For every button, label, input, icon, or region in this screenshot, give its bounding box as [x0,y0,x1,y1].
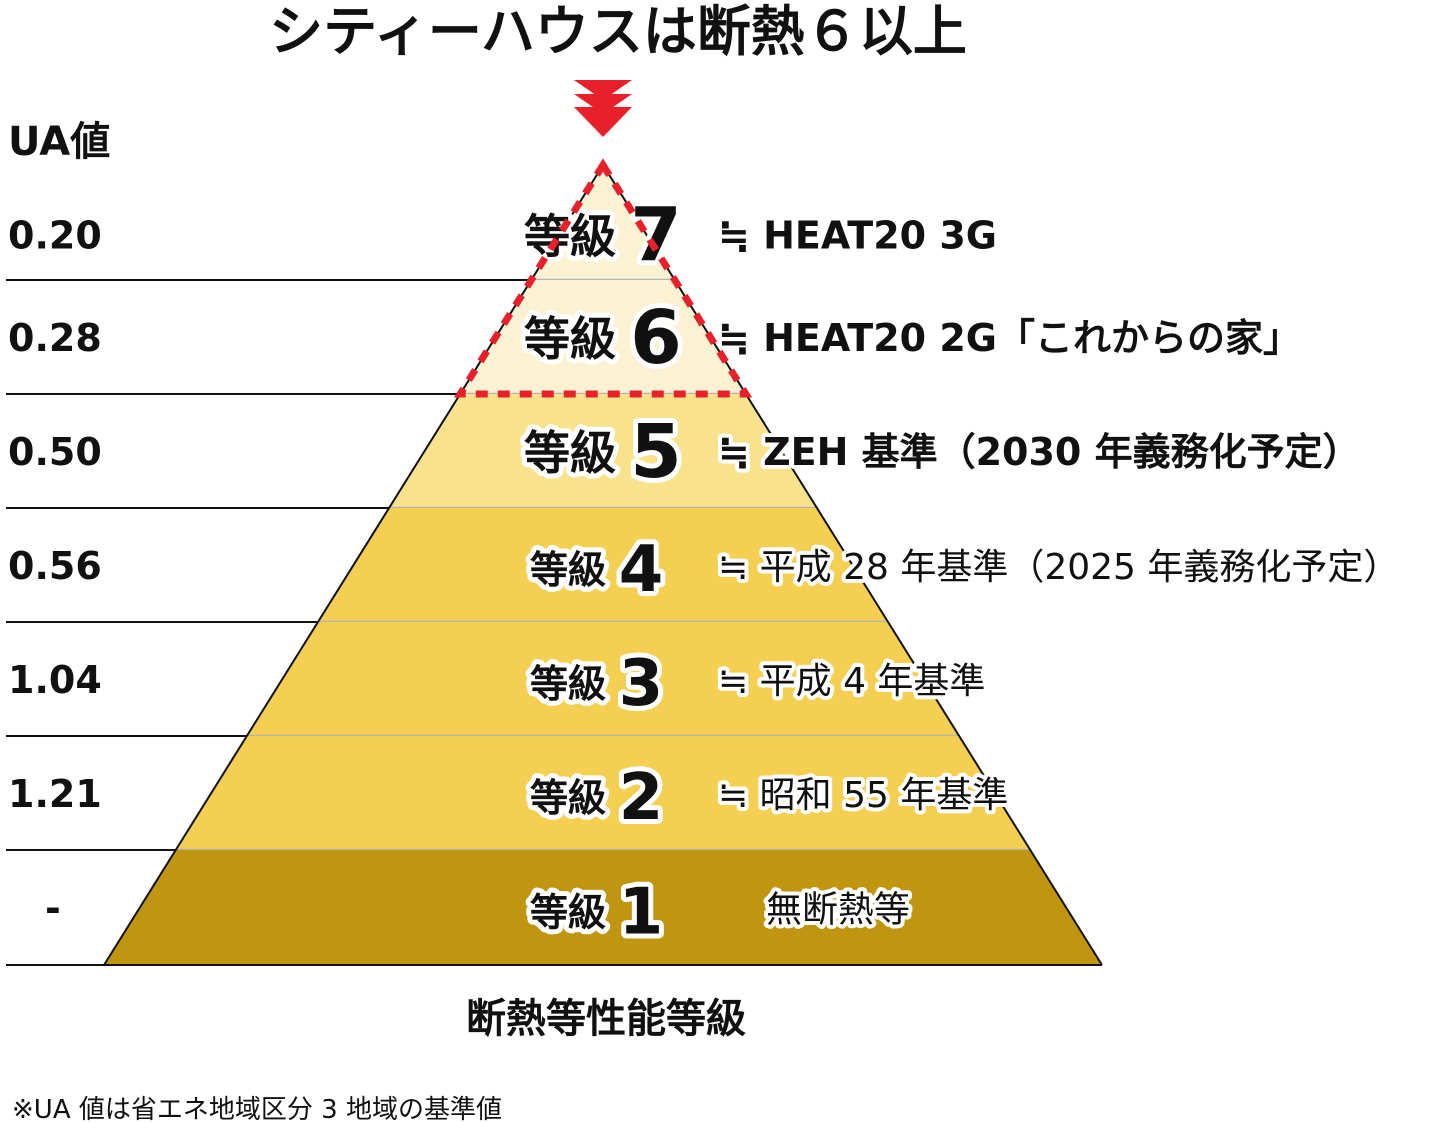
axis-label: 断熱等性能等級 [466,996,746,1042]
grade-label: 等級 [524,312,616,366]
grade-number: 4 [619,533,664,607]
grade-number: 1 [619,876,664,950]
grade-description: 無断熱等 [766,890,910,931]
grade-description: ≒ ZEH 基準（2030 年義務化予定） [718,430,1361,474]
pyramid-band-1 [104,850,1102,965]
highlight-dashed-border [453,158,753,398]
pyramid-band-7 [531,165,675,280]
ua-value: 0.20 [8,214,102,258]
grade-description: ≒ 平成 4 年基準 [718,661,985,702]
pyramid-band-5 [389,394,817,508]
ua-value: 1.04 [8,658,102,702]
ua-value: - [45,887,61,931]
pyramid-band-4 [317,508,889,622]
pyramid-band-2 [175,736,1031,850]
diagram-title: シティーハウスは断熱６以上 [269,0,967,63]
ua-value: 0.56 [8,544,102,588]
ua-value: 0.28 [8,316,102,360]
down-arrow-icon [574,80,632,137]
grade-label: 等級 [524,210,616,264]
grade-number: 5 [630,409,682,495]
footnote: ※UA 値は省エネ地域区分 3 地域の基準値 [12,1095,502,1123]
grade-label: 等級 [530,776,606,820]
grade-description: ≒ 昭和 55 年基準 [718,775,1008,816]
grade-number: 6 [630,295,682,381]
pyramid-band-6 [460,280,746,394]
pyramid-band-3 [246,622,960,736]
ua-header: UA値 [8,119,110,165]
grade-label: 等級 [524,426,616,480]
grade-description: ≒ HEAT20 2G「これからの家」 [718,316,1301,360]
ua-value: 0.50 [8,430,102,474]
grade-label: 等級 [530,548,606,592]
grade-description: ≒ 平成 28 年基準（2025 年義務化予定） [718,547,1399,588]
grade-label: 等級 [530,891,606,935]
grade-number: 7 [630,193,682,279]
grade-number: 2 [619,761,664,835]
pyramid [6,163,1103,966]
ua-value: 1.21 [8,772,102,816]
grade-label: 等級 [530,662,606,706]
grade-number: 3 [619,647,664,721]
grade-description: ≒ HEAT20 3G [718,214,997,258]
